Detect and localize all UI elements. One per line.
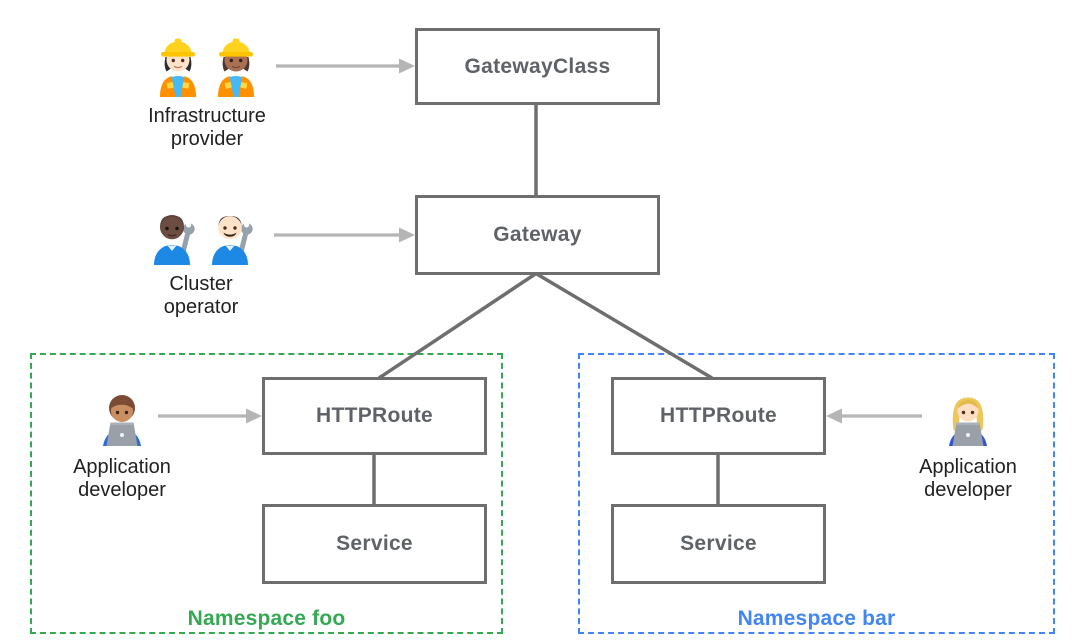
persona-app-developer-bar: Application developer (885, 388, 1051, 502)
node-httproute-bar: HTTPRoute (611, 377, 826, 455)
namespace-foo-label: Namespace foo (187, 607, 346, 630)
app-developer-bar-icons (945, 388, 991, 448)
man-mechanic-icon (212, 215, 253, 265)
arrow-cluster-operator-to-gateway (274, 227, 415, 243)
node-gatewayclass: GatewayClass (415, 28, 660, 105)
woman-construction-worker-medium-dark-icon (218, 38, 254, 97)
namespace-bar-label: Namespace bar (737, 607, 896, 630)
man-technologist-icon (103, 395, 141, 446)
node-service-bar: Service (611, 504, 826, 584)
node-httproute-bar-label: HTTPRoute (659, 404, 778, 427)
infrastructure-provider-icons (155, 33, 259, 97)
node-service-bar-label: Service (680, 532, 757, 555)
cluster-operator-icons (149, 201, 253, 265)
app-developer-bar-label: Application developer (919, 456, 1017, 501)
persona-cluster-operator: Cluster operator (111, 201, 291, 319)
namespace-foo-boundary: Namespace foo (30, 353, 503, 634)
node-gatewayclass-label: GatewayClass (464, 54, 611, 78)
node-httproute-foo-label: HTTPRoute (315, 404, 434, 427)
node-service-foo: Service (262, 504, 487, 584)
node-service-foo-label: Service (336, 532, 413, 555)
infrastructure-provider-label: Infrastructure provider (148, 105, 266, 150)
woman-construction-worker-light-icon (160, 38, 196, 97)
app-developer-foo-label: Application developer (73, 456, 171, 501)
node-gateway-label: Gateway (493, 223, 582, 246)
mechanic-dark-skin-icon (154, 215, 195, 265)
node-httproute-foo: HTTPRoute (262, 377, 487, 455)
node-gateway: Gateway (415, 195, 660, 275)
persona-app-developer-foo: Application developer (42, 388, 202, 502)
woman-technologist-icon (949, 397, 987, 446)
persona-infrastructure-provider: Infrastructure provider (117, 33, 297, 151)
cluster-operator-label: Cluster operator (163, 273, 239, 318)
namespace-bar-boundary: Namespace bar (578, 353, 1055, 634)
app-developer-foo-icons (99, 388, 145, 448)
